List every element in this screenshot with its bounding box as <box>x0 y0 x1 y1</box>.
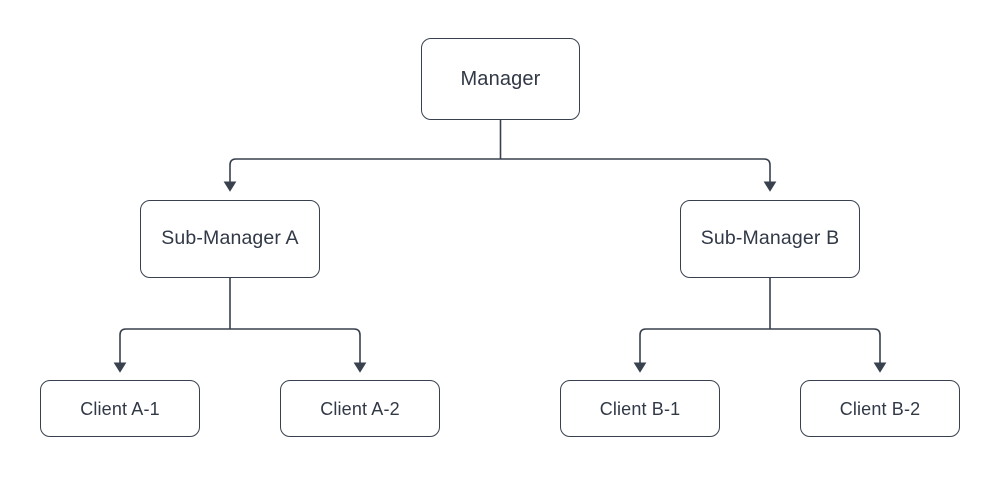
node-client-a1[interactable]: Client A-1 <box>40 380 200 437</box>
node-sub-manager-b-label: Sub-Manager B <box>700 227 840 250</box>
node-manager-label: Manager <box>460 68 541 90</box>
node-client-a2-label: Client A-2 <box>320 398 400 419</box>
node-sub-manager-b[interactable]: Sub-Manager B <box>680 200 860 278</box>
edge-root-to-sub-manager-b <box>500 158 777 192</box>
node-sub-manager-a-label: Sub-Manager A <box>161 227 299 250</box>
edge-sub-manager-a-to-client-a2 <box>230 328 367 373</box>
edge-root-to-sub-manager-a <box>223 158 501 192</box>
edge-sub-manager-a-to-client-a1 <box>113 328 230 373</box>
edge-sub-manager-b-to-client-b1 <box>633 328 770 373</box>
node-client-b1[interactable]: Client B-1 <box>560 380 720 437</box>
edge-sub-manager-b-to-client-b2 <box>770 328 887 373</box>
node-sub-manager-a[interactable]: Sub-Manager A <box>140 200 320 278</box>
node-client-a1-label: Client A-1 <box>80 398 160 419</box>
node-client-b2[interactable]: Client B-2 <box>800 380 960 437</box>
node-client-a2[interactable]: Client A-2 <box>280 380 440 437</box>
node-client-b2-label: Client B-2 <box>839 398 921 419</box>
node-manager[interactable]: Manager <box>421 38 580 120</box>
node-client-b1-label: Client B-1 <box>599 398 681 419</box>
